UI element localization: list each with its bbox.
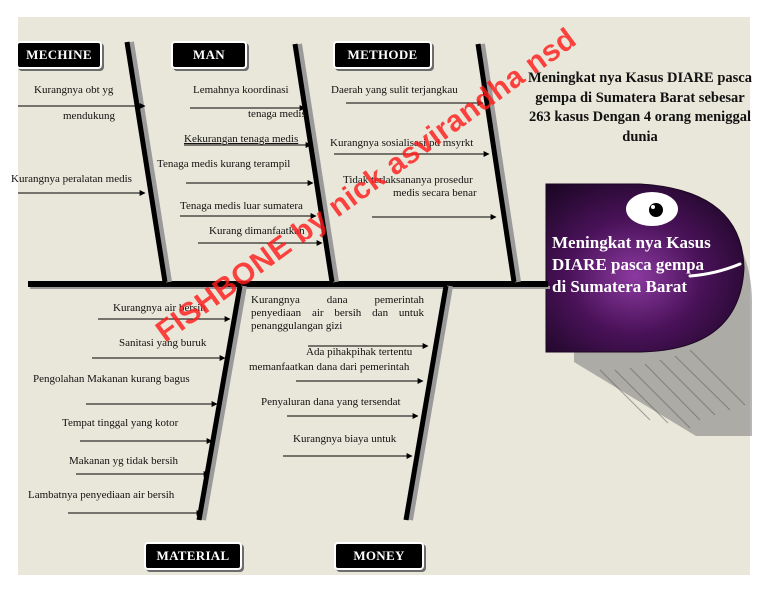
category-man: MAN <box>171 41 247 69</box>
spine-shadow <box>30 286 550 289</box>
category-material: MATERIAL <box>144 542 242 570</box>
cause-label: Kurang dimanfaatkan <box>209 225 305 237</box>
upper-bones <box>124 41 521 283</box>
cause-label: Penyaluran dana yang tersendat <box>261 396 401 408</box>
cause-label: medis secara benar <box>393 187 477 199</box>
cause-label: Tempat tinggal yang kotor <box>62 417 179 429</box>
cause-label: Kurangnya dana pemerintah penyediaan air… <box>251 294 424 332</box>
cause-label: Ada pihakpihak tertentu <box>306 346 413 358</box>
cause-label: Kurangnya air bersih <box>113 302 206 314</box>
fish-mouth <box>688 262 742 278</box>
cause-label: Lambatnya penyediaan air bersih <box>28 489 175 501</box>
lower-bones <box>196 285 453 521</box>
category-mechine: MECHINE <box>16 41 102 69</box>
cause-label: tenaga medis <box>248 108 306 120</box>
spine <box>28 281 548 287</box>
cause-label: Tenaga medis kurang terampil <box>157 158 291 170</box>
cause-label: Lemahnya koordinasi <box>193 84 289 96</box>
category-methode: METHODE <box>333 41 432 69</box>
cause-label: Kurangnya obt yg <box>34 84 114 96</box>
cause-label: Tenaga medis luar sumatera <box>180 200 303 212</box>
cause-label: mendukung <box>63 110 115 122</box>
fish-pupil <box>649 203 663 217</box>
cause-label: memanfaatkan dana dari pemerintah <box>249 361 410 373</box>
cause-label: Tidak terlaksananya prosedur <box>343 174 473 186</box>
cause-label: Sanitasi yang buruk <box>119 337 207 349</box>
cause-label: Kekurangan tenaga medis <box>184 133 299 145</box>
effect-statement: Meningkat nya Kasus DIARE pasca gempa di… <box>528 70 752 145</box>
cause-label: Makanan yg tidak bersih <box>69 455 179 467</box>
fish-head-label: Meningkat nya Kasus DIARE pasca gempa di… <box>552 233 711 296</box>
cause-label: Kurangnya sosialisasi pd msyrkt <box>330 137 474 149</box>
fish-head-shadow-stripes <box>599 349 746 429</box>
cause-arrows <box>18 100 497 516</box>
cause-label: Kurangnya biaya untuk <box>293 433 397 445</box>
fish-head <box>545 183 745 353</box>
cause-label: Daerah yang sulit terjangkau <box>331 84 458 96</box>
category-money: MONEY <box>334 542 424 570</box>
cause-label: Pengolahan Makanan kurang bagus <box>33 373 190 385</box>
cause-label: Kurangnya peralatan medis <box>11 173 132 185</box>
